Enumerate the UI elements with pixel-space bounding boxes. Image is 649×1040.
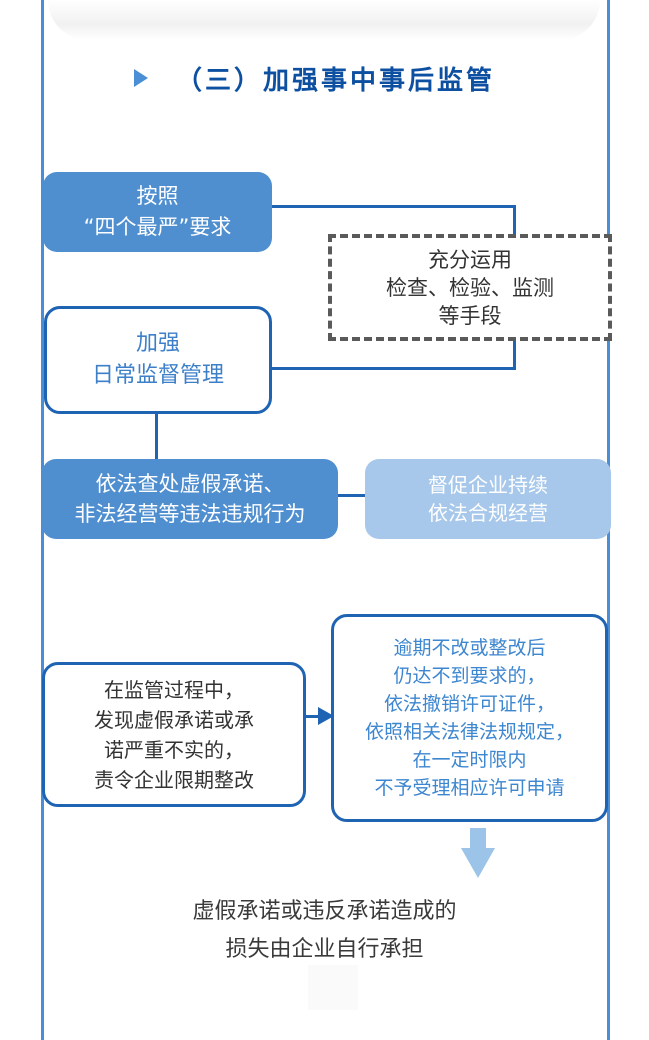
down-arrow-icon: [470, 828, 486, 848]
revoke-license-box: 逾期不改或整改后 仍达不到要求的， 依法撤销许可证件， 依照相关法律法规规定， …: [331, 614, 608, 822]
play-triangle-icon: [133, 69, 148, 87]
connector-right-vertical-top: [513, 205, 516, 236]
four-strictest-box: 按照 “四个最严”要求: [43, 172, 272, 252]
connector-daily-to-investigate: [155, 413, 158, 460]
order-rectify-box: 在监管过程中， 发现虚假承诺或承 诺严重不实的， 责令企业限期整改: [42, 662, 306, 807]
top-shadow-decoration: [48, 0, 600, 40]
investigate-violations-box: 依法查处虚假承诺、 非法经营等违法违规行为: [42, 459, 338, 539]
connector-daily-supervision-to-right: [272, 367, 516, 370]
urge-compliance-box: 督促企业持续 依法合规经营: [365, 459, 611, 539]
connector-investigate-to-compliance: [338, 494, 366, 497]
inspection-methods-box: 充分运用 检查、检验、监测 等手段: [328, 234, 612, 341]
daily-supervision-box: 加强 日常监督管理: [44, 306, 272, 414]
section-title: （三）加强事中事后监管: [175, 65, 495, 96]
conclusion-text: 虚假承诺或违反承诺造成的 损失由企业自行承担: [192, 899, 457, 962]
bottom-placeholder: [308, 965, 358, 1010]
down-arrow-head-icon: [461, 848, 495, 878]
section-header: （三）加强事中事后监管: [0, 56, 649, 100]
connector-rectify-to-revoke: [306, 715, 320, 718]
connector-four-strictest-to-right: [272, 205, 516, 208]
connector-right-vertical-bottom: [513, 340, 516, 370]
arrow-right-icon: [318, 707, 334, 725]
